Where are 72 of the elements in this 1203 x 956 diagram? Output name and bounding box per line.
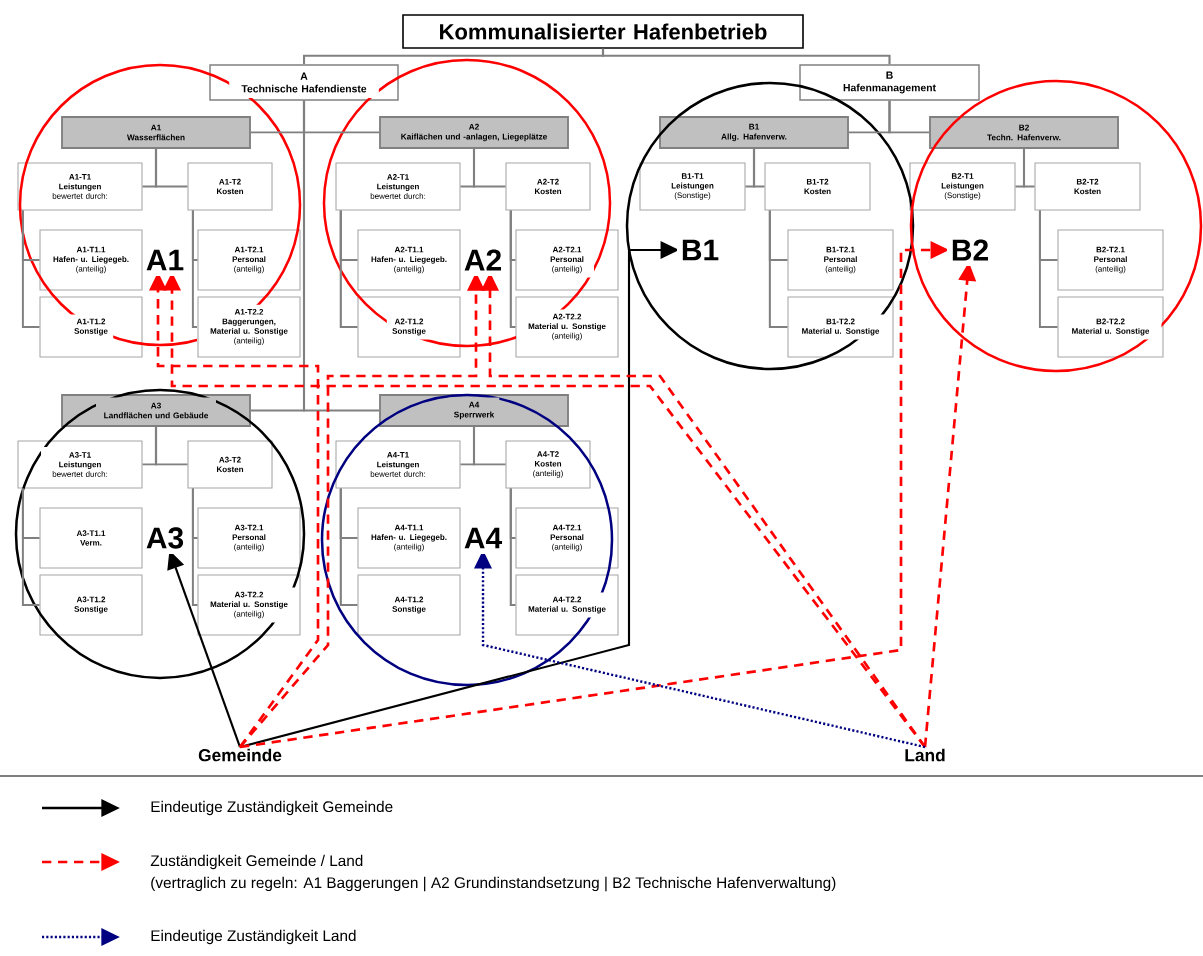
connector-line — [21, 488, 40, 607]
cost-box: A4-T2.2 Material u. Sonstige — [515, 574, 619, 636]
connector-line — [154, 426, 188, 466]
connector-line — [601, 48, 891, 65]
cost-box: A3-T2.1 Personal (anteilig) — [197, 507, 301, 569]
connector-line — [509, 210, 516, 329]
legend-text: Eindeutige Zuständigkeit Land — [151, 929, 356, 945]
unit-box: A1 Wasserflächen — [61, 116, 251, 149]
connector-line — [339, 210, 358, 329]
zone-label: B2 — [952, 239, 988, 261]
zone-label: B1 — [682, 239, 719, 261]
department-box: B Hafenmanagement — [799, 64, 980, 101]
cost-box: A3-T2 Kosten — [187, 440, 273, 489]
cost-box: A3-T2.2 Material u. Sonstige (anteilig) — [197, 574, 301, 636]
connector-line — [1038, 210, 1058, 329]
unit-box: B2 Techn. Hafenverw. — [929, 116, 1119, 149]
cost-box: A1-T1 Leistungen bewertet durch: — [17, 162, 143, 211]
zone-label: A2 — [464, 249, 501, 271]
cost-box: A1-T1.1 Hafen- u. Liegegeb. (anteilig) — [39, 229, 143, 291]
connector-line — [888, 100, 930, 134]
connector-line — [191, 488, 198, 607]
party-name: Gemeinde — [198, 748, 282, 762]
cost-box: A3-T1.1 Verm. — [39, 507, 143, 569]
connector-line — [752, 148, 765, 188]
cost-box: A4-T2.1 Personal (anteilig) — [515, 507, 619, 569]
connector-line — [768, 210, 788, 329]
unit-box: A3 Landflächen und Gebäude — [61, 394, 251, 427]
connector-line — [339, 488, 358, 607]
legend-text: Zuständigkeit Gemeinde / Land — [150, 854, 363, 870]
cost-box: B1-T2.1 Personal (anteilig) — [787, 229, 894, 291]
cost-box: A2-T2.2 Material u. Sonstige (anteilig) — [515, 296, 619, 358]
zone-label: A4 — [464, 527, 502, 549]
cost-box: B2-T2 Kosten — [1034, 162, 1141, 211]
zone-label: A1 — [146, 249, 184, 271]
connector-line — [191, 210, 198, 329]
connector-line — [509, 488, 516, 607]
cost-box: A1-T2 Kosten — [187, 162, 273, 211]
cost-box: A2-T1 Leistungen bewertet durch: — [335, 162, 461, 211]
zone-label: A3 — [146, 527, 184, 549]
cost-box: A2-T1.2 Sonstige — [357, 296, 461, 358]
cost-box: A2-T2.1 Personal (anteilig) — [515, 229, 619, 291]
cost-box: A1-T1.2 Sonstige — [39, 296, 143, 358]
connector-line — [1022, 148, 1035, 188]
cost-box: B1-T2.2 Material u. Sonstige — [787, 296, 894, 358]
unit-box: A2 Kaiflächen und -anlagen, Liegeplätze — [379, 116, 569, 149]
cost-box: A4-T1.2 Sonstige — [357, 574, 461, 636]
unit-box: A4 Sperrwerk — [379, 394, 569, 427]
cost-box: B2-T2.2 Material u. Sonstige — [1057, 296, 1164, 358]
cost-box: A1-T2.2 Baggerungen, Material u. Sonstige (anteilig) — [197, 296, 301, 358]
cost-box: A3-T1 Leistungen bewertet durch: — [17, 440, 143, 489]
cost-box: A4-T2 Kosten (anteilig) — [505, 440, 591, 489]
cost-box: A1-T2.1 Personal (anteilig) — [197, 229, 301, 291]
connector-line — [472, 426, 506, 466]
cost-box: A3-T1.2 Sonstige — [39, 574, 143, 636]
cost-box: B1-T2 Kosten — [764, 162, 871, 211]
cost-box: A4-T1.1 Hafen- u. Liegegeb. (anteilig) — [357, 507, 461, 569]
cost-box: B2-T2.1 Personal (anteilig) — [1057, 229, 1164, 291]
party-name: Land — [905, 748, 945, 762]
connector-line — [302, 100, 380, 412]
cost-box: A2-T2 Kosten — [505, 162, 591, 211]
unit-box: B1 Allg. Hafenverw. — [659, 116, 849, 149]
connector-line — [472, 148, 506, 188]
legend-note: (vertraglich zu regeln: A1 Baggerungen | A2 Grundinstandsetzung | B2 Technische Hafenverwaltung) — [151, 876, 836, 892]
department-box: A Technische Hafendienste — [209, 64, 399, 101]
legend-text: Eindeutige Zuständigkeit Gemeinde — [151, 800, 393, 816]
cost-box: B2-T1 Leistungen (Sonstige) — [909, 162, 1016, 211]
cost-box: A4-T1 Leistungen bewertet durch: — [335, 440, 461, 489]
cost-box: B1-T1 Leistungen (Sonstige) — [639, 162, 746, 211]
title-box: Kommunalisierter Hafenbetrieb — [402, 14, 804, 49]
connector-line — [154, 148, 188, 188]
connector-line — [21, 210, 40, 329]
cost-box: A2-T1.1 Hafen- u. Liegegeb. (anteilig) — [357, 229, 461, 291]
